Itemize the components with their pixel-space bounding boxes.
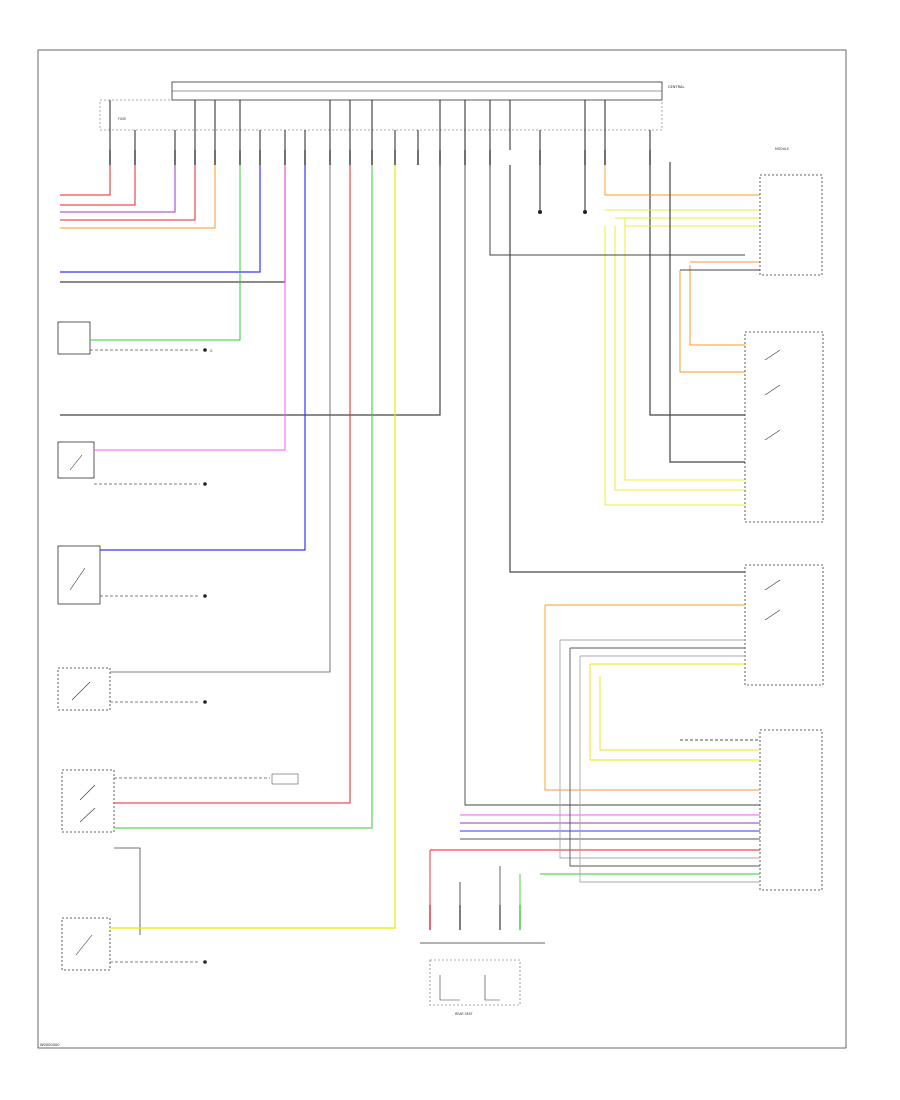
connector-pins	[109, 150, 651, 165]
wire-gray-2	[60, 165, 441, 416]
right-harness	[489, 162, 760, 506]
rear-seat-label: REAR SEAT	[455, 1012, 473, 1016]
ground-label: G	[210, 349, 213, 353]
wire-blue-1	[60, 165, 261, 273]
component-switch-1	[57, 165, 286, 486]
footer-code: W0000000	[40, 1043, 60, 1047]
top-connectors	[109, 100, 651, 150]
component-switch-5	[61, 165, 396, 971]
right-modules	[744, 174, 824, 891]
fuse-label: FUSE	[118, 117, 126, 121]
central-module	[99, 81, 663, 131]
lower-right-harness	[429, 165, 760, 905]
component-switch-3	[57, 165, 331, 711]
diagram-frame	[37, 49, 847, 1049]
ground-points	[538, 165, 587, 214]
bus-label: CENTRAL	[668, 85, 684, 89]
left-top-harness	[60, 165, 216, 229]
rear-seat-motor	[420, 905, 545, 1006]
component-switch-4	[61, 165, 373, 935]
wire-gray-1	[60, 165, 286, 283]
component-sensor	[57, 165, 241, 355]
component-switch-2	[57, 165, 306, 605]
module-label: MODULE	[775, 147, 789, 151]
